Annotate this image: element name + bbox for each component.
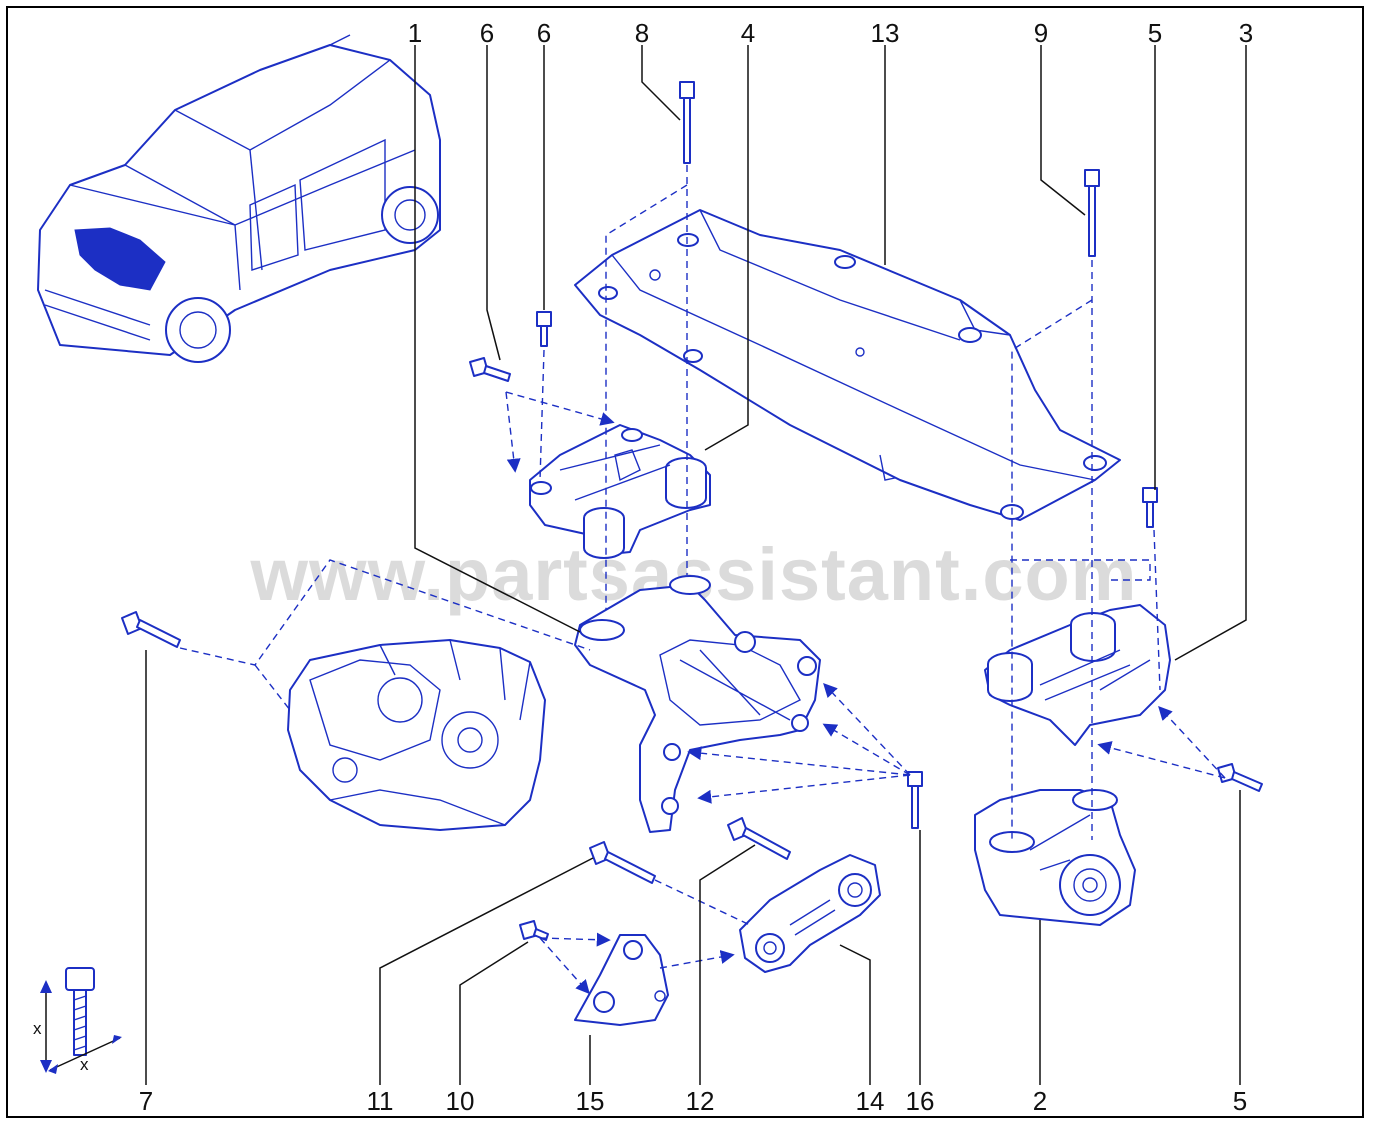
callout-14: 14	[856, 1086, 885, 1116]
callout-4: 4	[741, 18, 755, 48]
callout-9: 9	[1034, 18, 1048, 48]
part-14-torque-rod	[739, 854, 881, 973]
part-1-mount-bracket	[574, 575, 821, 833]
part-15-small-bracket	[574, 934, 669, 1026]
callout-2: 2	[1033, 1086, 1047, 1116]
callout-16: 16	[906, 1086, 935, 1116]
bolt-7	[121, 611, 181, 648]
thread-length-legend	[40, 967, 122, 1074]
callout-15: 15	[576, 1086, 605, 1116]
callout-1: 1	[408, 18, 422, 48]
gearbox-housing	[287, 639, 546, 831]
callout-11: 11	[367, 1086, 394, 1116]
callout-13: 13	[871, 18, 900, 48]
callout-3: 3	[1239, 18, 1253, 48]
bolt-11	[589, 841, 656, 884]
callout-6: 6	[537, 18, 551, 48]
bolt-10	[519, 920, 549, 941]
callout-6: 6	[480, 18, 494, 48]
part-3-mount-bracket	[984, 604, 1171, 746]
part-13-crossmember	[574, 209, 1121, 521]
diagram-frame	[6, 6, 1364, 1118]
highlighted-engine-bay	[74, 227, 166, 291]
leader-lines	[145, 45, 1247, 1085]
bolt-5-upper	[1142, 487, 1158, 528]
callout-10: 10	[446, 1086, 475, 1116]
callout-8: 8	[635, 18, 649, 48]
part-4-mount-bracket	[529, 424, 711, 559]
vehicle-illustration	[37, 34, 441, 363]
part-2-lower-mount	[974, 789, 1136, 926]
bolt-8	[679, 81, 695, 164]
bolt-16	[907, 771, 923, 829]
callout-5: 5	[1148, 18, 1162, 48]
bolt-12	[727, 817, 791, 860]
callout-7: 7	[139, 1086, 153, 1116]
callout-5: 5	[1233, 1086, 1247, 1116]
dimension-label-length: x	[33, 1019, 42, 1038]
bolt-6-upper	[536, 311, 552, 347]
bolt-6-lower	[469, 357, 511, 382]
assembly-lines	[179, 165, 1226, 995]
bolt-9	[1084, 169, 1100, 257]
dimension-label-diameter: x	[80, 1055, 89, 1074]
callout-12: 12	[686, 1086, 715, 1116]
